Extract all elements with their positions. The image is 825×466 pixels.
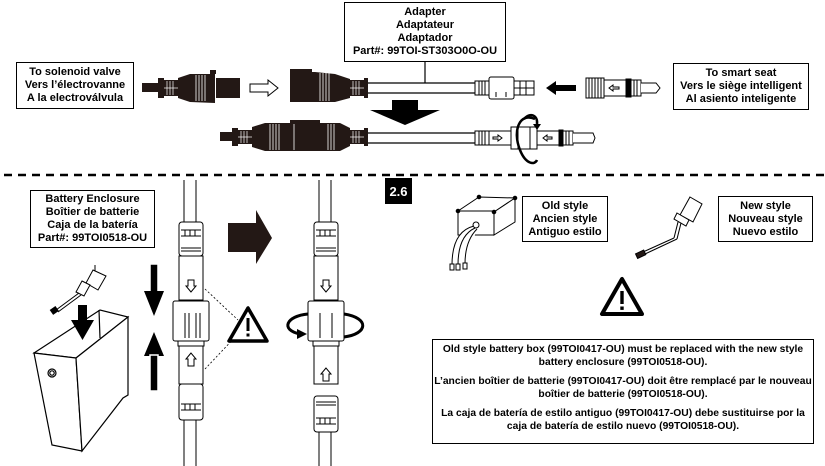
new-style-label: New style Nouveau style Nuevo estilo — [718, 196, 813, 242]
adapter-label: Adapter Adaptateur Adaptador Part#: 99TO… — [344, 2, 506, 62]
battery-plug — [49, 265, 107, 315]
label-line: To smart seat — [705, 67, 777, 79]
label-line: Antiguo estilo — [528, 225, 602, 238]
arrow-down-icon — [370, 100, 440, 125]
label-line: Adaptateur — [395, 19, 455, 31]
label-line: Nouveau style — [728, 212, 803, 225]
part-number: Part#: 99TOI-ST303O0O-OU — [352, 45, 498, 57]
label-line: Al asiento inteligente — [685, 93, 797, 105]
arrow-right-icon — [249, 78, 279, 98]
label-line: Ancien style — [532, 212, 598, 225]
old-style-label: Old style Ancien style Antiguo estilo — [522, 196, 608, 242]
new-style-battery-plug — [634, 196, 703, 260]
part-number: Part#: 99TOI0518-OU — [37, 232, 148, 244]
notice-spanish: La caja de batería de estilo antiguo (99… — [441, 408, 805, 432]
smart-seat-connector — [585, 77, 661, 99]
callout-lines — [204, 288, 239, 370]
arrow-down-icon — [144, 263, 164, 316]
step-number-badge: 2.6 — [385, 178, 412, 204]
battery-enclosure-label: Battery Enclosure Boîtier de batterie Ca… — [30, 190, 155, 248]
adapter-connector — [290, 69, 368, 102]
solenoid-valve-label: To solenoid valve Vers l’électrovanne A … — [16, 62, 134, 109]
assembled-connector — [220, 120, 368, 151]
label-line: To solenoid valve — [29, 66, 121, 78]
label-line: Caja de la batería — [47, 219, 138, 231]
replacement-notice: Old style battery box (99TOI0417-OU) mus… — [432, 339, 814, 444]
solenoid-connector — [142, 70, 240, 103]
adapter-cable — [368, 62, 475, 94]
vertical-connector-after — [307, 180, 345, 466]
warning-icon — [227, 306, 269, 343]
rotate-icon — [515, 113, 541, 165]
warning-icon — [600, 277, 644, 316]
label-line: Vers le siège intelligent — [680, 80, 802, 92]
arrow-right-icon — [228, 210, 272, 264]
label-line: Battery Enclosure — [45, 193, 140, 205]
label-line: Adaptador — [397, 32, 453, 44]
adapter-male-end — [474, 76, 535, 100]
old-style-battery-box — [449, 194, 518, 271]
arrow-up-icon — [144, 332, 164, 392]
assembled-adapter-joint — [474, 126, 596, 150]
assembled-cable — [368, 132, 475, 144]
label-line: Nuevo estilo — [732, 225, 799, 238]
label-line: A la electroválvula — [26, 92, 124, 104]
notice-french: L’ancien boîtier de batterie (99TOI0417-… — [434, 376, 812, 400]
smart-seat-label: To smart seat Vers le siège intelligent … — [673, 63, 809, 110]
label-line: Adapter — [404, 6, 446, 18]
arrow-left-icon — [546, 81, 576, 95]
arrow-down-icon — [71, 305, 94, 340]
label-line: Old style — [541, 199, 589, 212]
label-line: Vers l’électrovanne — [24, 79, 126, 91]
label-line: Boîtier de batterie — [45, 206, 140, 218]
notice-english: Old style battery box (99TOI0417-OU) mus… — [442, 344, 804, 368]
rotate-icon — [286, 312, 365, 339]
label-line: New style — [740, 199, 791, 212]
vertical-connector-before — [172, 180, 210, 466]
